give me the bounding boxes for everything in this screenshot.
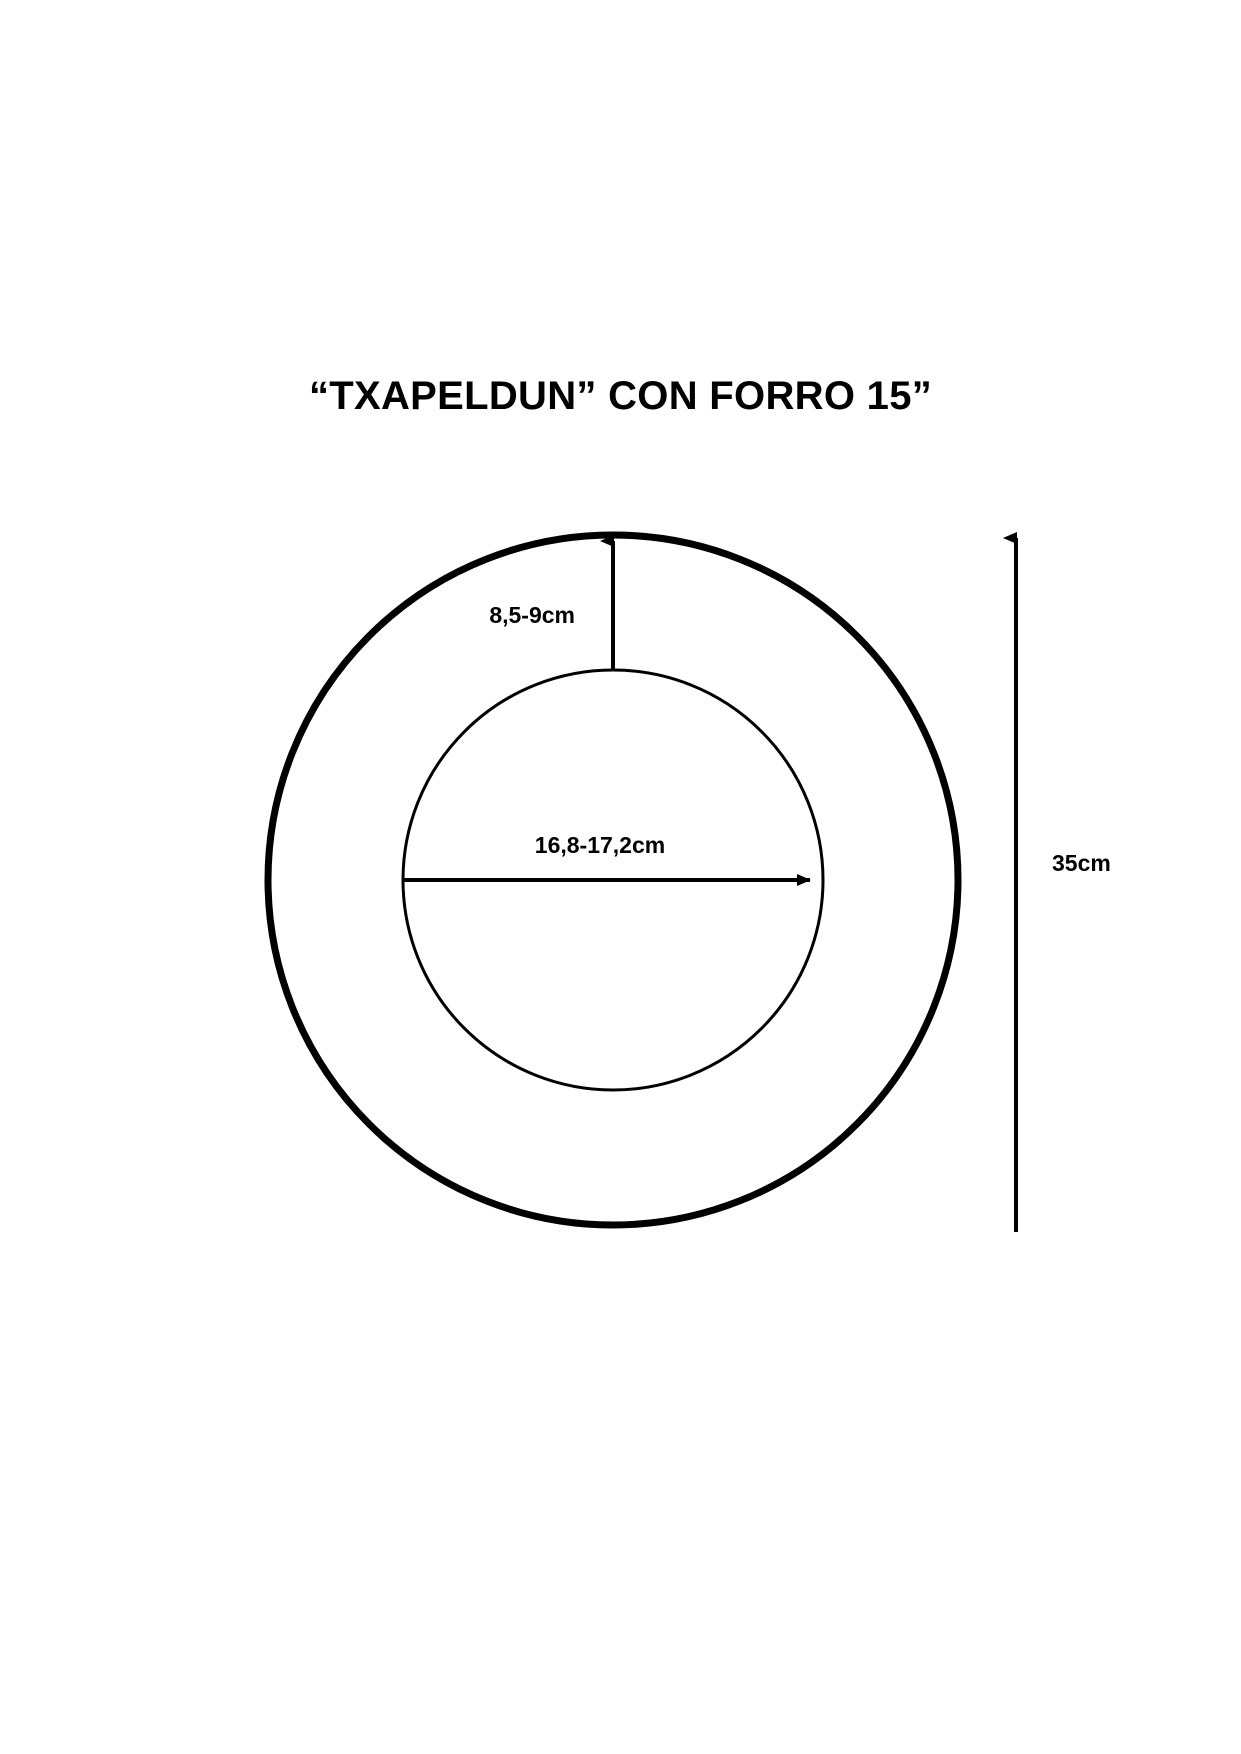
overall-diameter-dimension: 35cm xyxy=(1003,532,1111,1232)
brim-dimension-label: 8,5-9cm xyxy=(489,602,575,628)
inner-diameter-label: 16,8-17,2cm xyxy=(535,832,665,858)
brim-dimension: 8,5-9cm xyxy=(489,535,615,670)
page-title: “TXAPELDUN” CON FORRO 15” xyxy=(308,374,933,418)
inner-diameter-dimension: 16,8-17,2cm xyxy=(403,832,811,886)
overall-diameter-label: 35cm xyxy=(1052,850,1111,876)
